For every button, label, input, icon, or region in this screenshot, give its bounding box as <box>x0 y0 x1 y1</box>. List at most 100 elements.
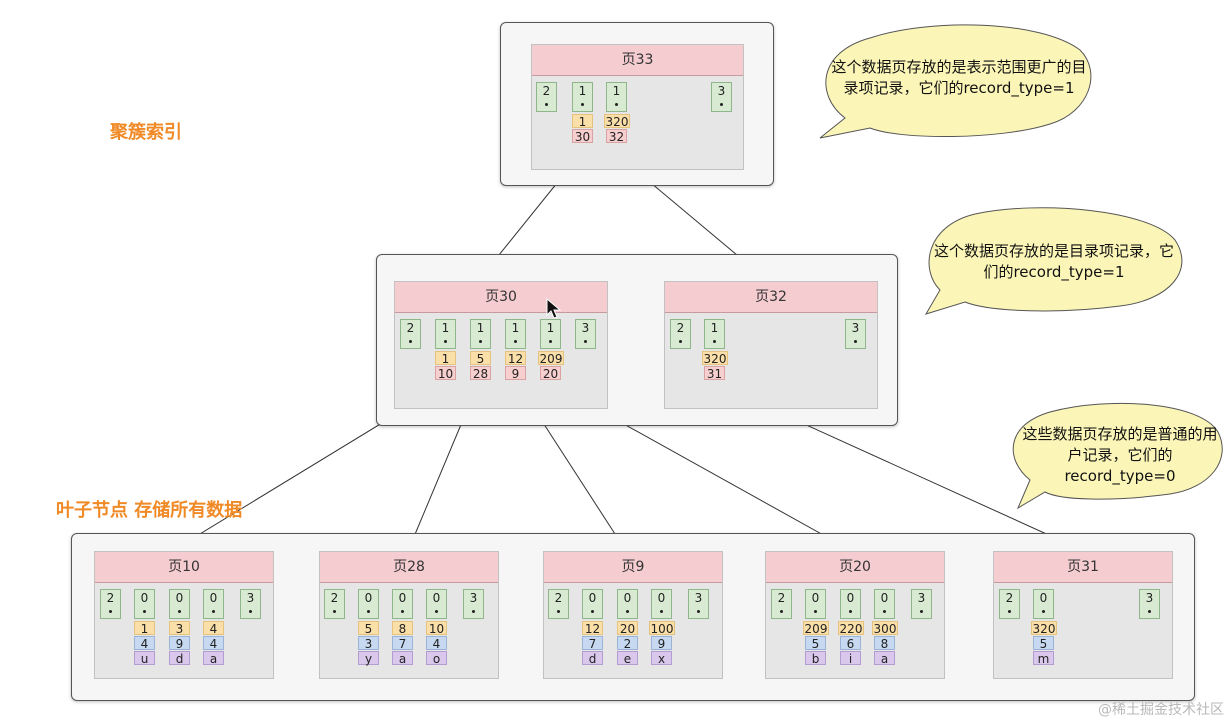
record: 1 <box>470 319 491 349</box>
record-type: 2 <box>676 321 685 335</box>
page-title: 页20 <box>766 552 944 583</box>
next-pointer-dot <box>143 610 146 613</box>
next-pointer-dot <box>713 340 716 343</box>
row-c1: 300 <box>872 621 898 636</box>
page-title: 页28 <box>320 552 498 583</box>
entry-page-number: 20 <box>540 366 561 381</box>
record-type: 1 <box>511 321 520 335</box>
record-type: 3 <box>1145 591 1154 605</box>
next-pointer-dot <box>472 610 475 613</box>
next-pointer-dot <box>660 610 663 613</box>
record: 0 <box>426 589 447 619</box>
record: 0 <box>805 589 826 619</box>
next-pointer-dot <box>367 610 370 613</box>
row-c2: 7 <box>582 636 603 651</box>
bubble-text-middle: 这个数据页存放的是目录项记录，它们的record_type=1 <box>933 242 1174 281</box>
row-c3: y <box>358 651 379 666</box>
row-c3: d <box>582 651 603 666</box>
record-type: 3 <box>717 84 726 98</box>
next-pointer-dot <box>849 610 852 613</box>
record-type: 0 <box>623 591 632 605</box>
record-type: 0 <box>1039 591 1048 605</box>
row-c1: 3 <box>169 621 190 636</box>
row-c2: 6 <box>840 636 861 651</box>
record: 1 <box>704 319 725 349</box>
next-pointer-dot <box>1042 610 1045 613</box>
record: 2 <box>324 589 345 619</box>
next-pointer-dot <box>1148 610 1151 613</box>
entry-page-number: 31 <box>704 366 725 381</box>
record: 0 <box>840 589 861 619</box>
record: 0 <box>582 589 603 619</box>
record: 0 <box>651 589 672 619</box>
next-pointer-dot <box>557 610 560 613</box>
record: 1 <box>606 82 627 112</box>
record: 3 <box>1139 589 1160 619</box>
record: 3 <box>463 589 484 619</box>
next-pointer-dot <box>615 103 618 106</box>
row-c3: e <box>617 651 638 666</box>
record-type: 0 <box>657 591 666 605</box>
row-c1: 4 <box>203 621 224 636</box>
record: 0 <box>134 589 155 619</box>
next-pointer-dot <box>178 610 181 613</box>
record: 2 <box>100 589 121 619</box>
next-pointer-dot <box>514 340 517 343</box>
next-pointer-dot <box>883 610 886 613</box>
record-type: 2 <box>330 591 339 605</box>
mouse-cursor-icon <box>546 298 562 319</box>
row-c1: 1 <box>134 621 155 636</box>
entry-min-id: 12 <box>505 351 526 366</box>
record: 0 <box>617 589 638 619</box>
row-c1: 209 <box>803 621 829 636</box>
record: 2 <box>771 589 792 619</box>
page-title: 页33 <box>532 45 743 76</box>
record: 0 <box>874 589 895 619</box>
data-page-30: 页30 <box>394 281 608 409</box>
next-pointer-dot <box>920 610 923 613</box>
row-c3: x <box>651 651 672 666</box>
next-pointer-dot <box>249 610 252 613</box>
row-c1: 220 <box>838 621 864 636</box>
entry-page-number: 9 <box>505 366 526 381</box>
speech-bubble-3 <box>1012 402 1223 510</box>
row-c1: 8 <box>392 621 413 636</box>
data-page-33: 页33 <box>531 44 744 170</box>
next-pointer-dot <box>581 103 584 106</box>
page-title: 页10 <box>95 552 273 583</box>
data-page-32: 页32 <box>664 281 878 409</box>
entry-min-id: 1 <box>572 114 593 129</box>
record-type: 3 <box>851 321 860 335</box>
record-type: 0 <box>588 591 597 605</box>
record-type: 0 <box>432 591 441 605</box>
record: 3 <box>240 589 261 619</box>
leaf-nodes-label: 叶子节点 存储所有数据 <box>56 500 243 521</box>
entry-min-id: 209 <box>538 351 564 366</box>
record-type: 0 <box>140 591 149 605</box>
entry-min-id: 320 <box>604 114 630 129</box>
record: 3 <box>575 319 596 349</box>
record: 1 <box>435 319 456 349</box>
record: 3 <box>711 82 732 112</box>
record-type: 0 <box>175 591 184 605</box>
page-title: 页9 <box>544 552 722 583</box>
next-pointer-dot <box>435 610 438 613</box>
page-title: 页30 <box>395 282 607 313</box>
next-pointer-dot <box>479 340 482 343</box>
next-pointer-dot <box>109 610 112 613</box>
row-c2: 5 <box>805 636 826 651</box>
page-title: 页31 <box>994 552 1172 583</box>
record: 1 <box>572 82 593 112</box>
record-type: 1 <box>612 84 621 98</box>
record-type: 2 <box>406 321 415 335</box>
record-type: 3 <box>917 591 926 605</box>
bubble-text-bottom: 这些数据页存放的是普通的用户记录，它们的record_type=0 <box>1022 424 1218 485</box>
record-type: 2 <box>777 591 786 605</box>
record: 0 <box>358 589 379 619</box>
row-c2: 5 <box>1033 636 1054 651</box>
clustered-index-label: 聚簇索引 <box>110 122 182 143</box>
record-type: 3 <box>694 591 703 605</box>
row-c2: 4 <box>426 636 447 651</box>
row-c3: m <box>1033 651 1054 666</box>
row-c2: 8 <box>874 636 895 651</box>
